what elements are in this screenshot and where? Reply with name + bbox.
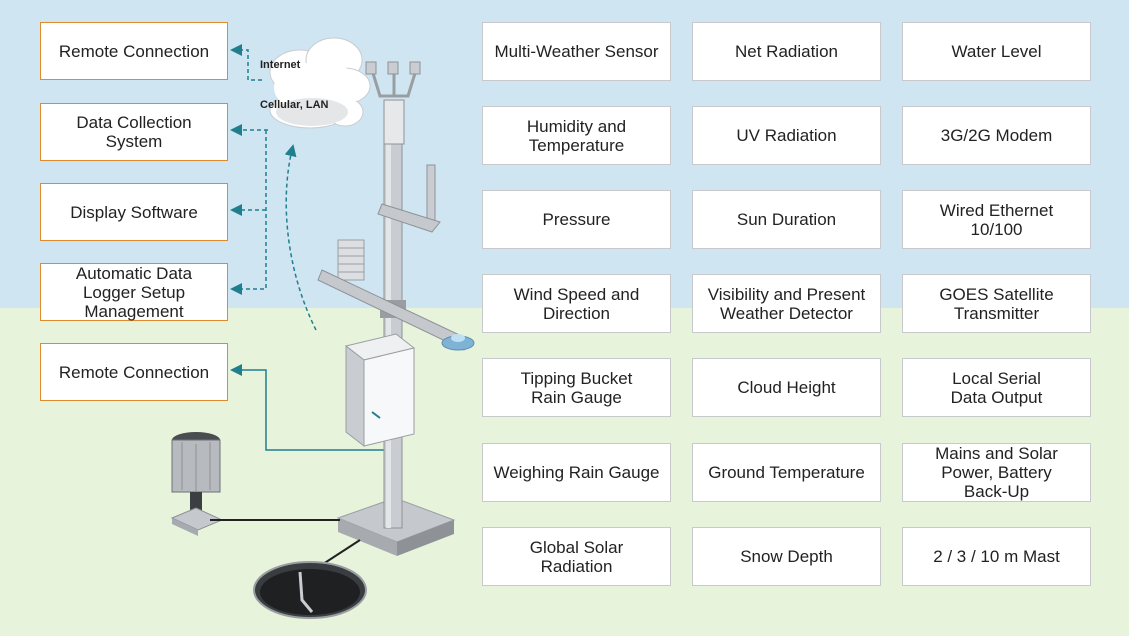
grid-cell: Cloud Height (692, 358, 881, 417)
grid-cell: GOES Satellite Transmitter (902, 274, 1091, 333)
grid-cell: Sun Duration (692, 190, 881, 249)
grid-cell: Local Serial Data Output (902, 358, 1091, 417)
rain-gauge-icon (170, 432, 340, 536)
logger-enclosure-icon (344, 333, 416, 448)
ground-sensor-pit-icon (253, 539, 367, 619)
multi-weather-sensor-icon (365, 61, 421, 145)
grid-cell: Pressure (482, 190, 671, 249)
grid-cell: Humidity and Temperature (482, 106, 671, 165)
grid-cell: Ground Temperature (692, 443, 881, 502)
grid-cell: Weighing Rain Gauge (482, 443, 671, 502)
cellular-lan-label: Cellular, LAN (260, 99, 329, 111)
solar-sensor-icon (441, 334, 475, 351)
grid-cell: Visibility and Present Weather Detector (692, 274, 881, 333)
grid-cell: 3G/2G Modem (902, 106, 1091, 165)
grid-cell: Tipping Bucket Rain Gauge (482, 358, 671, 417)
serial-connector (230, 364, 386, 451)
grid-cell: Snow Depth (692, 527, 881, 586)
mast (380, 127, 406, 529)
grid-cell: Wired Ethernet 10/100 (902, 190, 1091, 249)
grid-cell: Global Solar Radiation (482, 527, 671, 586)
grid-cell: UV Radiation (692, 106, 881, 165)
network-connectors (230, 44, 317, 331)
data-collection-system-box: Data Collection System (40, 103, 228, 161)
internet-label: Internet (260, 59, 301, 71)
logger-setup-management-box: Automatic Data Logger Setup Management (40, 263, 228, 321)
antenna-icon (377, 164, 441, 233)
remote-connection-box: Remote Connection (40, 22, 228, 80)
grid-cell: Net Radiation (692, 22, 881, 81)
cloud-icon (269, 37, 371, 129)
display-software-box: Display Software (40, 183, 228, 241)
grid-cell: Multi-Weather Sensor (482, 22, 671, 81)
grid-cell: Mains and Solar Power, Battery Back-Up (902, 443, 1091, 502)
remote-connection-serial-box: Remote Connection (40, 343, 228, 401)
grid-cell: Water Level (902, 22, 1091, 81)
grid-cell: Wind Speed and Direction (482, 274, 671, 333)
grid-cell: 2 / 3 / 10 m Mast (902, 527, 1091, 586)
